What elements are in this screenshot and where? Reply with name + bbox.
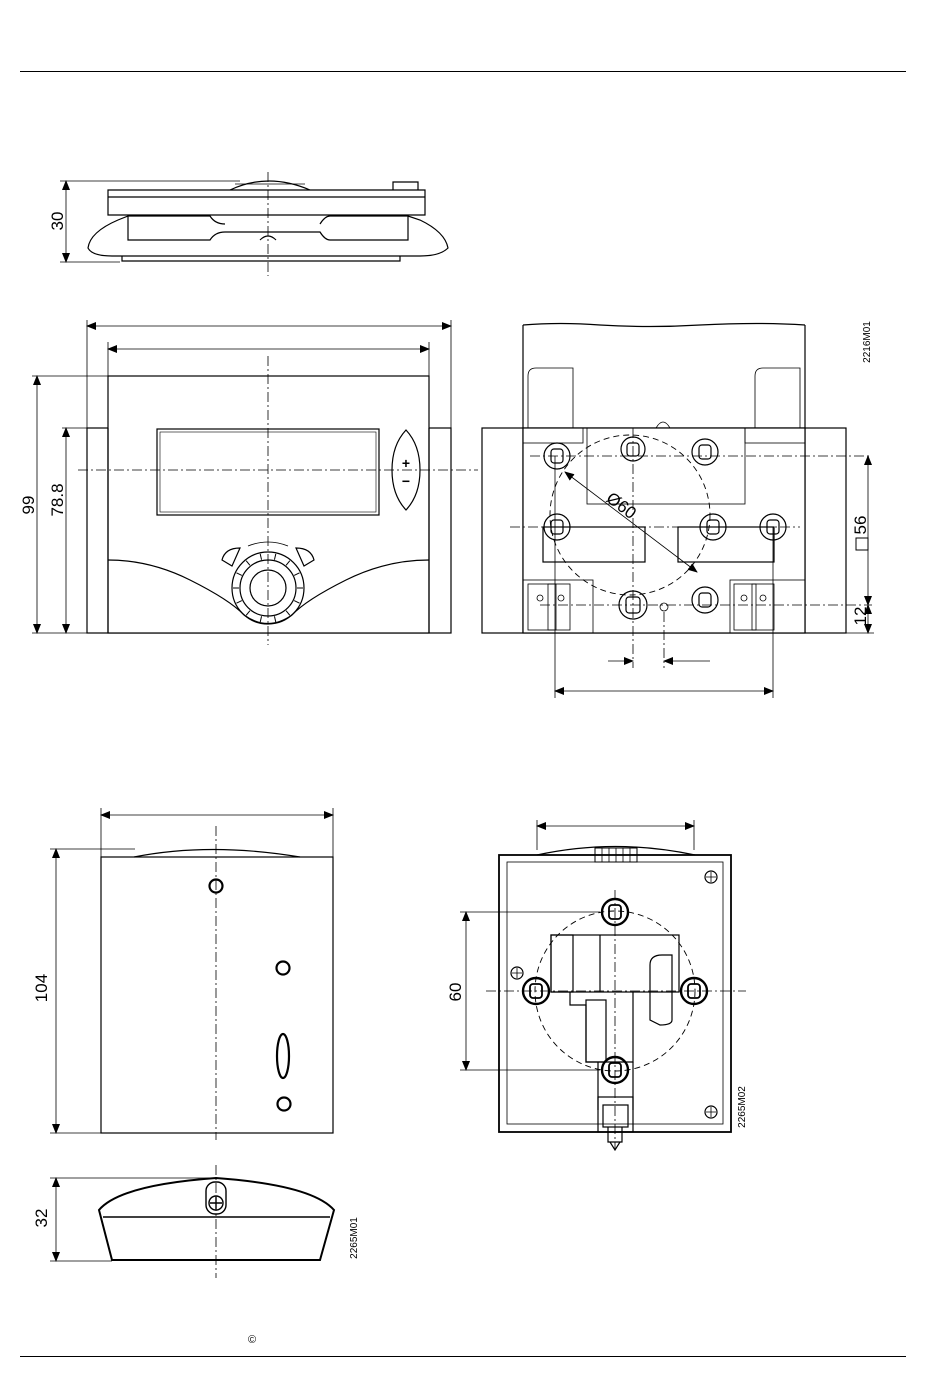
top-side-height-label: 30 [48, 212, 67, 231]
base-side-view [99, 1178, 334, 1260]
front-height-inner-label: 78.8 [48, 483, 67, 516]
copyright-symbol: © [248, 1334, 256, 1346]
front-height-outer-label: 99 [19, 496, 38, 515]
plus-symbol: + [402, 455, 410, 471]
front-view [87, 376, 451, 633]
back-view [482, 324, 846, 634]
base-back-spacing-label: 60 [446, 983, 465, 1002]
back-offset-label: 12 [851, 607, 870, 626]
lower-right-drawing-code: 2265M02 [737, 1086, 748, 1128]
base-front-view [101, 850, 333, 1134]
base-front-dims [50, 808, 333, 1140]
lower-left-drawing-code: 2265M01 [349, 1217, 360, 1259]
upper-drawing-code: 2216M01 [862, 321, 873, 363]
base-side-dims [50, 1165, 216, 1278]
base-back-dims [460, 820, 746, 1150]
base-side-height-label: 32 [32, 1209, 51, 1228]
minus-symbol: − [402, 473, 410, 489]
back-square-label: 56 [851, 516, 870, 535]
base-height-label: 104 [32, 974, 51, 1002]
